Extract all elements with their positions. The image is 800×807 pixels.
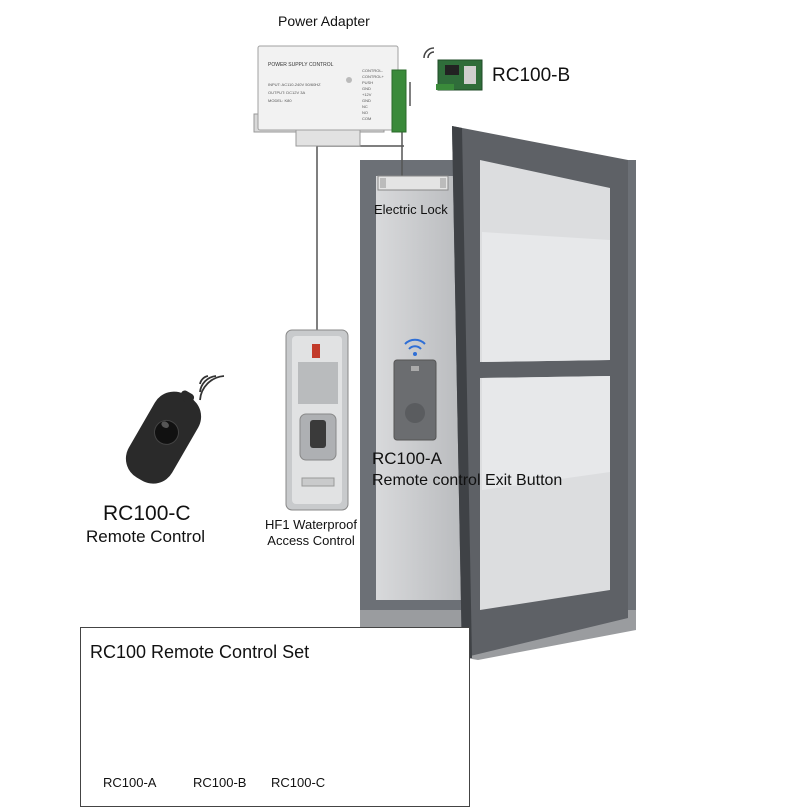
set-item-label-a: RC100-A — [103, 775, 157, 790]
status-led — [312, 344, 320, 358]
power-led — [346, 77, 352, 83]
psu-terminal: GND — [362, 98, 371, 103]
psu-header: POWER SUPPLY CONTROL — [268, 62, 334, 68]
psu-terminal: COM — [362, 116, 371, 121]
rc100b-label: RC100-B — [492, 65, 571, 86]
set-item-label-b: RC100-B — [193, 775, 247, 790]
psu-terminal: CONTROL+ — [362, 74, 385, 79]
psu-spec-2: OUTPUT: DC12V 3A — [268, 90, 305, 95]
set-item-label-c: RC100-C — [271, 775, 326, 790]
terminal-block — [391, 69, 407, 133]
electric-lock — [377, 175, 449, 191]
power-adapter: POWER SUPPLY CONTROL INPUT: AC110-240V 5… — [253, 45, 407, 147]
hf1-label-line2: Access Control — [267, 533, 355, 548]
wifi-signal-icon — [199, 375, 225, 401]
rc100b-receiver — [423, 47, 483, 91]
fingerprint-sensor-icon — [310, 420, 326, 448]
psu-terminal: PUSH — [362, 80, 373, 85]
set-box-title: RC100 Remote Control Set — [90, 642, 310, 662]
psu-spec-3: MODEL: K80 — [268, 98, 292, 103]
rc100c-subtitle: Remote Control — [86, 527, 206, 546]
power-adapter-label: Power Adapter — [278, 13, 370, 29]
rc100a-subtitle: Remote control Exit Button — [372, 472, 563, 489]
psu-spec-1: INPUT: AC110-240V 50/60HZ — [268, 82, 321, 87]
psu-terminal: +12V — [362, 92, 372, 97]
psu-terminal: NO — [362, 110, 368, 115]
psu-terminal: NC — [362, 104, 368, 109]
rc100c-title: RC100-C — [103, 502, 191, 525]
wifi-signal-icon — [404, 338, 426, 356]
hf1-label-line1: HF1 Waterproof — [265, 517, 357, 532]
psu-terminal: CONTROL- — [362, 68, 384, 73]
wifi-signal-icon — [423, 47, 435, 59]
psu-terminal: GND — [362, 86, 371, 91]
rc100a-exit-button — [393, 338, 437, 441]
set-box — [80, 627, 470, 807]
door-leaf — [452, 126, 628, 658]
rc100a-title: RC100-A — [372, 449, 442, 468]
electric-lock-label: Electric Lock — [374, 202, 448, 217]
rc100c-remote — [125, 375, 225, 484]
hf1-access-control — [285, 329, 349, 511]
